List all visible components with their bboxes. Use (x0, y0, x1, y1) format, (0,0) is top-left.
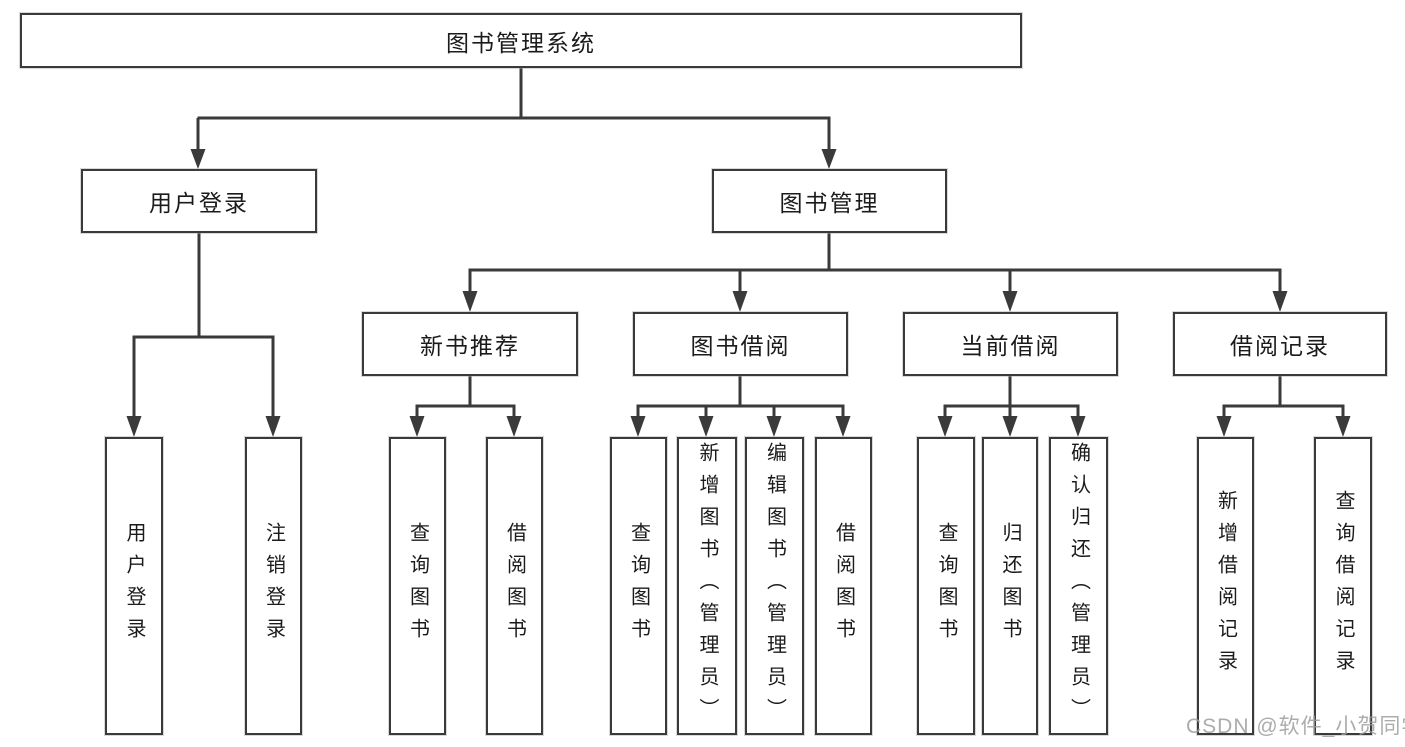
leaf-add-borrow-record-label: 新增借阅记录 (1214, 490, 1237, 682)
node-book-borrowing-label: 图书借阅 (690, 333, 791, 359)
leaf-newbook-query-book: 查询图书 (389, 437, 446, 735)
leaf-query-borrow-record: 查询借阅记录 (1314, 437, 1372, 735)
node-borrow-records: 借阅记录 (1173, 312, 1387, 376)
node-user-login: 用户登录 (81, 169, 317, 233)
leaf-user-login: 用户登录 (105, 437, 163, 735)
node-book-management-label: 图书管理 (779, 190, 880, 216)
leaf-edit-book-admin: 编辑图书（管理员） (745, 437, 804, 735)
node-current-borrowing: 当前借阅 (903, 312, 1118, 376)
leaf-confirm-return-admin: 确认归还（管理员） (1049, 437, 1108, 735)
leaf-add-book-admin: 新增图书（管理员） (677, 437, 737, 735)
leaf-return-book: 归还图书 (982, 437, 1038, 735)
node-user-login-label: 用户登录 (149, 190, 249, 216)
leaf-newbook-query-book-label: 查询图书 (406, 522, 429, 650)
leaf-newbook-borrow-book-label: 借阅图书 (503, 522, 526, 650)
leaf-borrowing-query-book-label: 查询图书 (627, 522, 650, 650)
node-current-borrowing-label: 当前借阅 (960, 333, 1061, 359)
leaf-logout: 注销登录 (245, 437, 302, 735)
leaf-add-borrow-record: 新增借阅记录 (1197, 437, 1254, 735)
leaf-logout-label: 注销登录 (262, 522, 285, 650)
leaf-borrowing-query-book: 查询图书 (610, 437, 667, 735)
leaf-borrowing-borrow-book-label: 借阅图书 (832, 522, 855, 650)
leaf-edit-book-admin-label: 编辑图书（管理员） (763, 442, 786, 730)
node-new-book-recommend: 新书推荐 (362, 312, 578, 376)
leaf-user-login-label: 用户登录 (123, 522, 145, 650)
csdn-watermark: CSDN @软件_小贺同学 (1186, 715, 1405, 738)
node-borrow-records-label: 借阅记录 (1230, 333, 1330, 359)
leaf-current-query-book: 查询图书 (917, 437, 975, 735)
leaf-add-book-admin-label: 新增图书（管理员） (696, 442, 718, 730)
leaf-current-query-book-label: 查询图书 (935, 522, 957, 650)
node-book-borrowing: 图书借阅 (633, 312, 848, 376)
node-library-system-label: 图书管理系统 (446, 29, 596, 56)
leaf-confirm-return-admin-label: 确认归还（管理员） (1067, 442, 1090, 730)
leaf-newbook-borrow-book: 借阅图书 (486, 437, 543, 735)
leaf-return-book-label: 归还图书 (999, 522, 1021, 650)
node-new-book-recommend-label: 新书推荐 (420, 333, 520, 359)
node-library-system: 图书管理系统 (20, 13, 1022, 68)
node-book-management: 图书管理 (712, 169, 947, 233)
leaf-borrowing-borrow-book: 借阅图书 (815, 437, 872, 735)
leaf-query-borrow-record-label: 查询借阅记录 (1332, 490, 1354, 682)
